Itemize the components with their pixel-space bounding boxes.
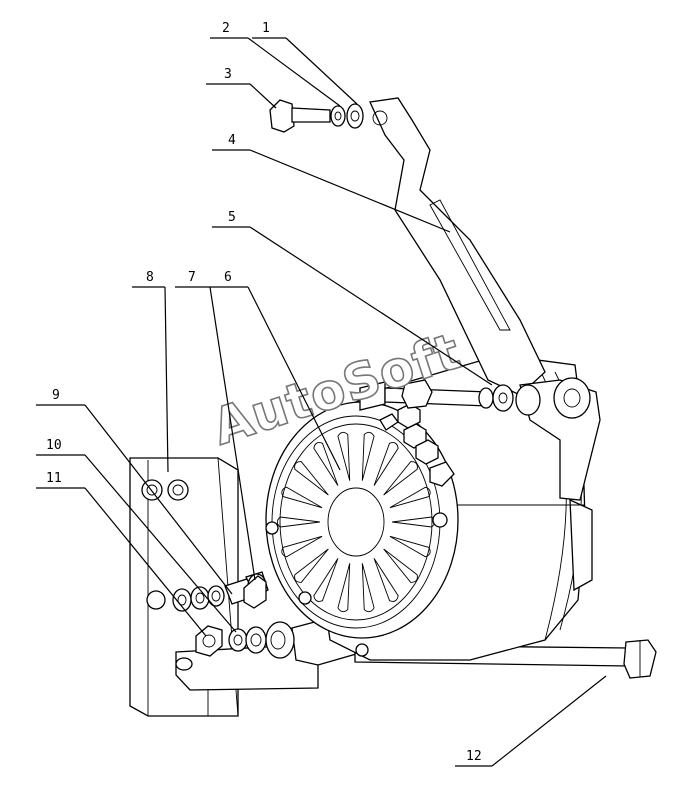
callout-11: 11 [46, 471, 62, 486]
vent-slot [281, 535, 323, 558]
upper-bolt [269, 99, 364, 133]
terminal-studs [379, 403, 455, 487]
vent-slots [276, 431, 436, 613]
vent-slot [313, 442, 339, 486]
vent-slot [389, 486, 431, 509]
vent-slot [337, 431, 351, 481]
callout-8: 8 [146, 270, 154, 285]
leader-lines [36, 37, 607, 767]
vent-slot [373, 442, 399, 486]
callout-2: 2 [222, 21, 230, 36]
callout-5: 5 [228, 210, 236, 225]
callout-1: 1 [262, 21, 270, 36]
vent-slot [389, 535, 431, 558]
vent-slot [361, 563, 375, 613]
vent-slot [337, 563, 351, 613]
callout-12: 12 [466, 749, 482, 764]
callout-10: 10 [46, 438, 62, 453]
vent-slot [294, 461, 329, 496]
front-cover [265, 401, 459, 657]
vent-slot [294, 548, 329, 583]
vent-slot [313, 558, 339, 602]
callout-7: 7 [188, 270, 196, 285]
callout-3: 3 [224, 67, 232, 82]
vent-slot [281, 486, 323, 509]
vent-slot [383, 548, 418, 583]
adjusting-arm [369, 97, 546, 396]
pivot-bracket [515, 377, 601, 501]
adjusting-bolt [359, 379, 514, 412]
callout-9: 9 [52, 388, 60, 403]
vent-slot [383, 461, 418, 496]
callout-labels: 1 2 3 4 5 6 7 8 9 10 11 12 [46, 21, 482, 764]
bolt-7 [243, 575, 267, 609]
vent-slot [276, 516, 320, 528]
callout-6: 6 [224, 270, 232, 285]
vent-slot [361, 431, 375, 481]
callout-4: 4 [228, 133, 236, 148]
vent-slot [373, 558, 399, 602]
